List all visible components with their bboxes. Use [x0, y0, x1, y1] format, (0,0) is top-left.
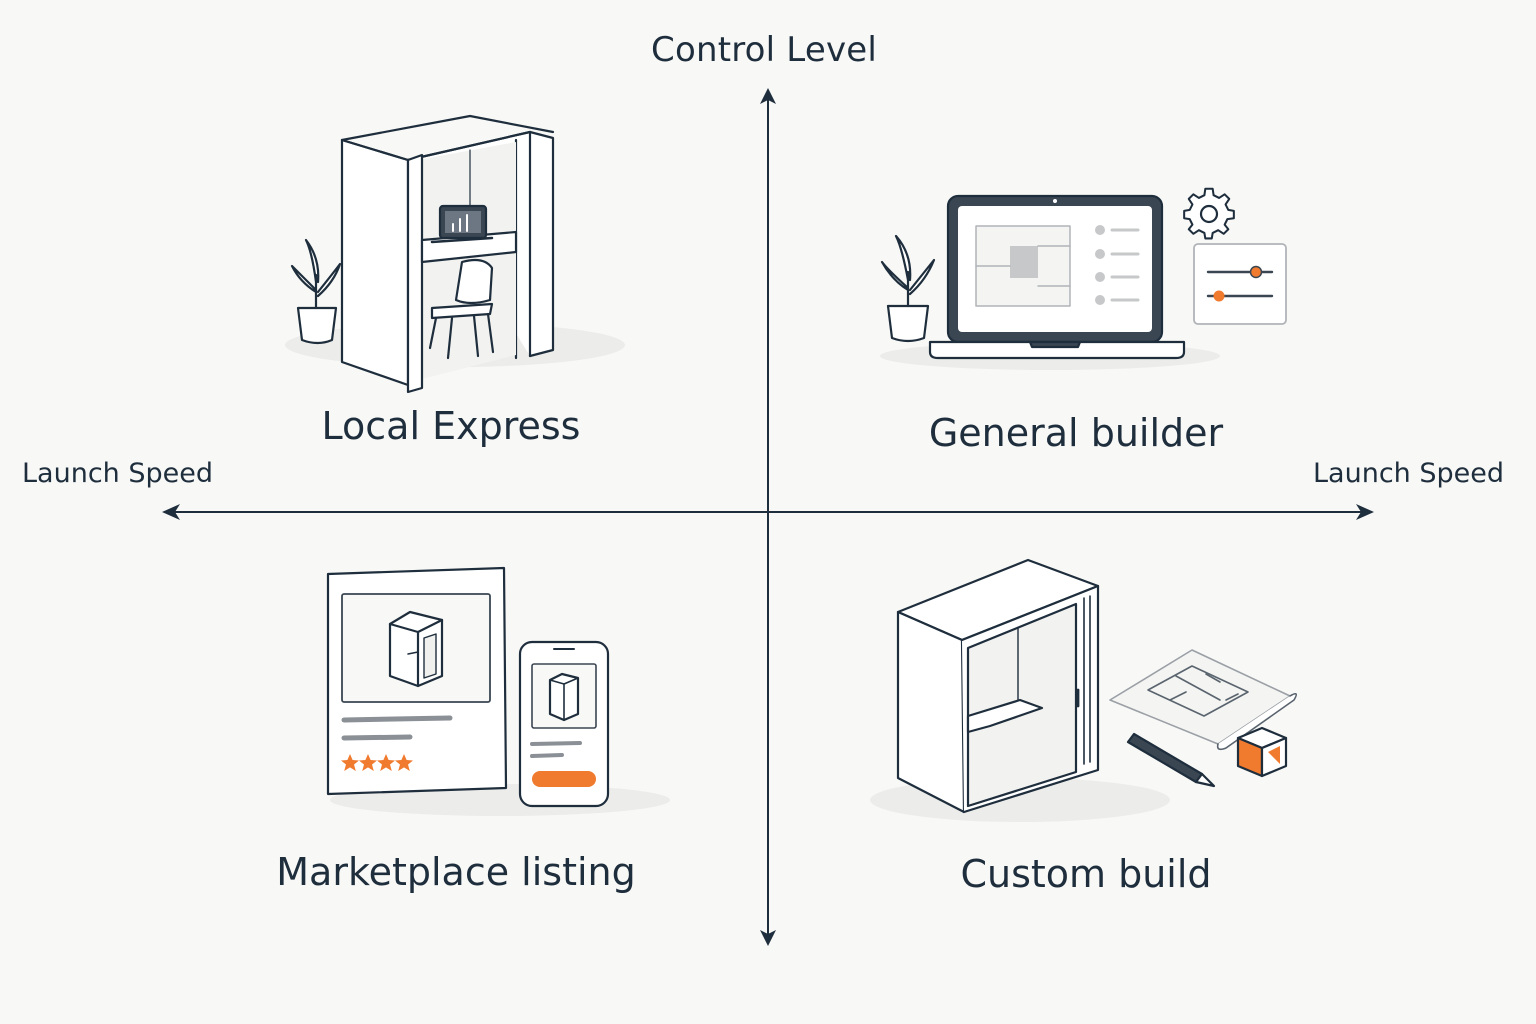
vertical-axis: [760, 88, 776, 946]
quadrant-bottom-left-label: Marketplace listing: [276, 850, 636, 894]
horizontal-axis-right-label: Launch Speed: [1313, 458, 1504, 489]
booth-with-blueprint-icon: [870, 558, 1298, 822]
product-listing-card-and-phone-icon: [326, 566, 670, 816]
horizontal-axis-left-label: Launch Speed: [22, 458, 213, 489]
quadrant-bottom-right-label: Custom build: [960, 852, 1212, 896]
laptop-builder-with-settings-icon: [880, 187, 1287, 370]
horizontal-axis: [162, 504, 1374, 520]
quadrant-top-left-label: Local Express: [321, 404, 581, 448]
vertical-axis-label: Control Level: [651, 30, 878, 70]
office-booth-with-desk-icon: [285, 114, 625, 394]
quadrant-top-right-label: General builder: [928, 411, 1224, 455]
